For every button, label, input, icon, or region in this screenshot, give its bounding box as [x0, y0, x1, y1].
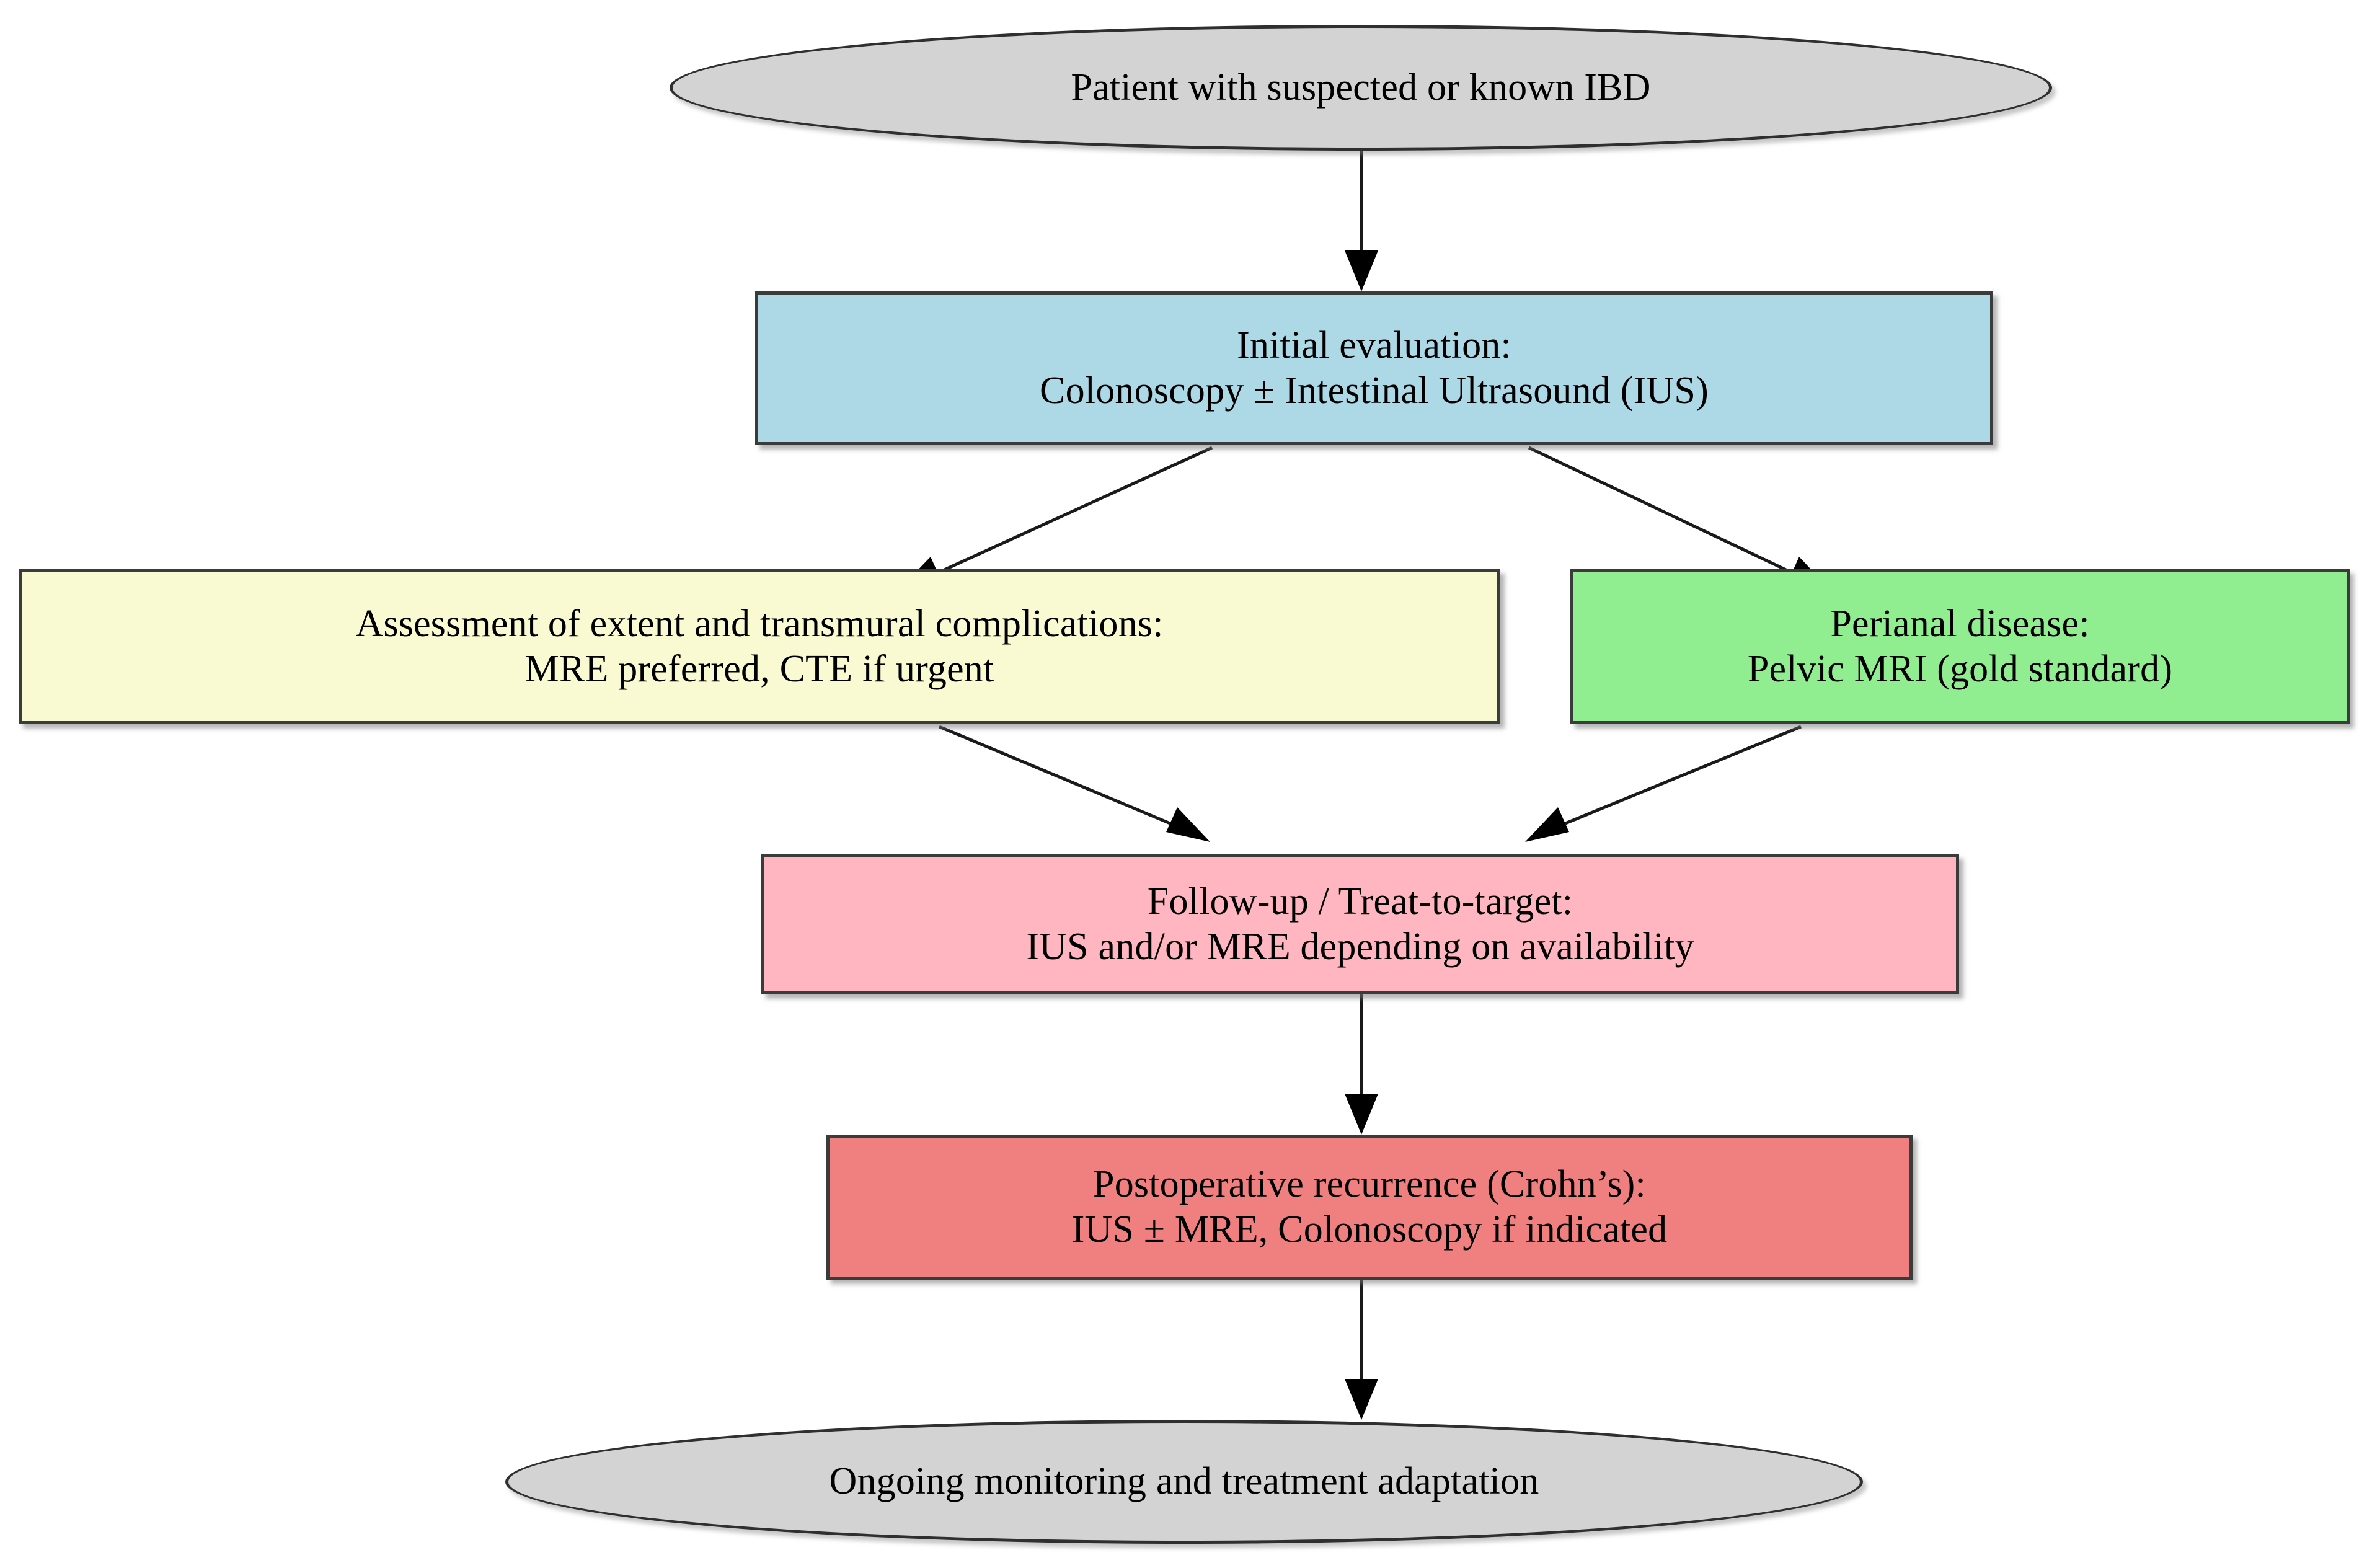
- node-extent-assessment-line-1: Assessment of extent and transmural comp…: [355, 602, 1164, 645]
- node-start[interactable]: Patient with suspected or known IBD: [670, 25, 2052, 151]
- node-initial-evaluation[interactable]: Initial evaluation: Colonoscopy ± Intest…: [755, 291, 1993, 445]
- node-follow-up-line-2: IUS and/or MRE depending on availability: [1026, 926, 1694, 968]
- edge-extent-assessment-to-follow-up: [939, 725, 1210, 842]
- node-perianal-disease-line-2: Pelvic MRI (gold standard): [1747, 648, 2173, 690]
- node-ongoing-monitoring[interactable]: Ongoing monitoring and treatment adaptat…: [505, 1420, 1863, 1544]
- node-follow-up-line-1: Follow-up / Treat-to-target:: [1147, 880, 1573, 923]
- node-ongoing-monitoring-line-1: Ongoing monitoring and treatment adaptat…: [829, 1460, 1539, 1503]
- edge-perianal-disease-to-follow-up: [1525, 725, 1802, 842]
- node-follow-up[interactable]: Follow-up / Treat-to-target: IUS and/or …: [761, 854, 1959, 994]
- node-postoperative-recurrence-line-2: IUS ± MRE, Colonoscopy if indicated: [1071, 1208, 1668, 1251]
- node-perianal-disease-line-1: Perianal disease:: [1830, 602, 2090, 645]
- node-postoperative-recurrence[interactable]: Postoperative recurrence (Crohn’s): IUS …: [826, 1135, 1913, 1280]
- edge-follow-up-to-postoperative-recurrence: [1345, 994, 1378, 1135]
- node-postoperative-recurrence-line-1: Postoperative recurrence (Crohn’s):: [1093, 1163, 1646, 1205]
- node-initial-evaluation-line-1: Initial evaluation:: [1237, 324, 1511, 366]
- node-perianal-disease[interactable]: Perianal disease: Pelvic MRI (gold stand…: [1570, 569, 2350, 724]
- node-extent-assessment[interactable]: Assessment of extent and transmural comp…: [19, 569, 1500, 724]
- edge-start-to-initial-evaluation: [1345, 151, 1378, 291]
- node-extent-assessment-line-2: MRE preferred, CTE if urgent: [524, 648, 994, 690]
- node-initial-evaluation-line-2: Colonoscopy ± Intestinal Ultrasound (IUS…: [1040, 370, 1709, 412]
- node-start-line-1: Patient with suspected or known IBD: [1071, 66, 1651, 109]
- edge-postoperative-recurrence-to-ongoing-monitoring: [1345, 1280, 1378, 1420]
